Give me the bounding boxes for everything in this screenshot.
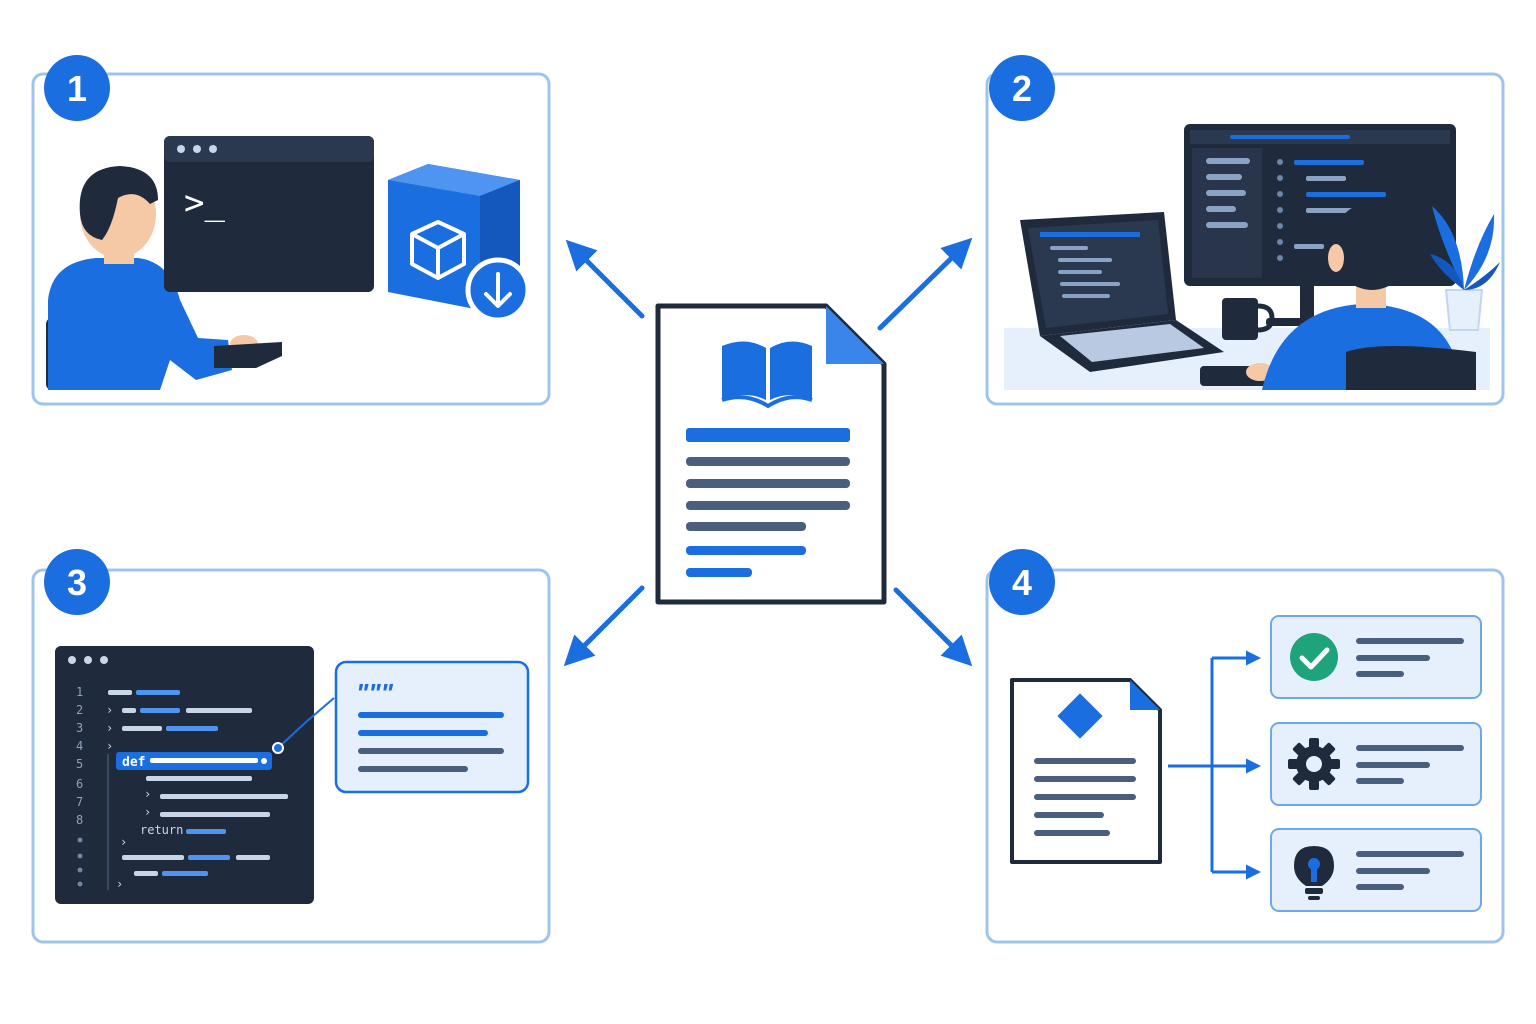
svg-text:›: › [120,835,127,849]
svg-text:›: › [106,739,113,753]
step-badge-1: 1 [44,55,110,121]
arrow-to-step-2 [877,237,973,331]
svg-text:›: › [144,787,151,801]
step-badge-2: 2 [989,55,1055,121]
result-card-check [1270,615,1482,699]
result-card-idea [1270,828,1482,912]
line-number: 2 [76,703,83,717]
plant-icon [1430,206,1500,331]
arrow-to-step-1 [565,239,645,319]
central-documentation-icon [655,303,887,605]
svg-text:›: › [106,721,113,735]
line-number: 7 [76,795,83,809]
branch-connector [1168,650,1261,880]
def-keyword: def [122,755,145,770]
document-icon [1010,678,1162,864]
step-number-2: 2 [1012,68,1032,109]
package-download-icon [388,164,531,323]
arrow-to-step-3 [563,585,645,667]
gear-icon [1288,738,1340,790]
developer-figure-back [1200,202,1476,390]
line-number: 8 [76,813,83,827]
terminal-prompt: >_ [184,183,225,223]
check-circle-icon [1290,633,1338,681]
docstring-mark: """ [356,678,394,708]
panel-step-1: 1 >_ [31,55,551,406]
coffee-mug [1222,298,1275,340]
developer-figure [46,166,282,390]
step-number-4: 4 [1012,562,1032,603]
panel-step-3: 3 1 2 3 4 5 6 7 8 › › › › › › › [31,549,551,944]
result-card-gear [1270,722,1482,806]
step-badge-3: 3 [44,549,110,615]
line-number: 6 [76,777,83,791]
lightbulb-icon [1294,846,1334,900]
docstring-icon: """ [334,660,530,794]
svg-text:›: › [144,805,151,819]
panel-step-4: 4 [985,549,1505,944]
code-editor-icon: 1 2 3 4 5 6 7 8 › › › › › › › [55,646,314,904]
book-icon [721,341,813,409]
return-keyword: return [140,823,183,837]
step-badge-4: 4 [989,549,1055,615]
svg-text:›: › [106,703,113,717]
line-number: 5 [76,757,83,771]
laptop-code-editor [1020,212,1224,372]
svg-text:›: › [116,877,123,891]
step-number-1: 1 [67,68,87,109]
line-number: 4 [76,739,83,753]
line-number: 1 [76,685,83,699]
terminal-icon: >_ [164,136,374,292]
def-line: def [116,752,272,770]
step-number-3: 3 [67,562,87,603]
panel-step-2: 2 [985,55,1505,406]
line-number: 3 [76,721,83,735]
flow-arrows [563,237,973,667]
arrow-to-step-4 [893,587,973,667]
